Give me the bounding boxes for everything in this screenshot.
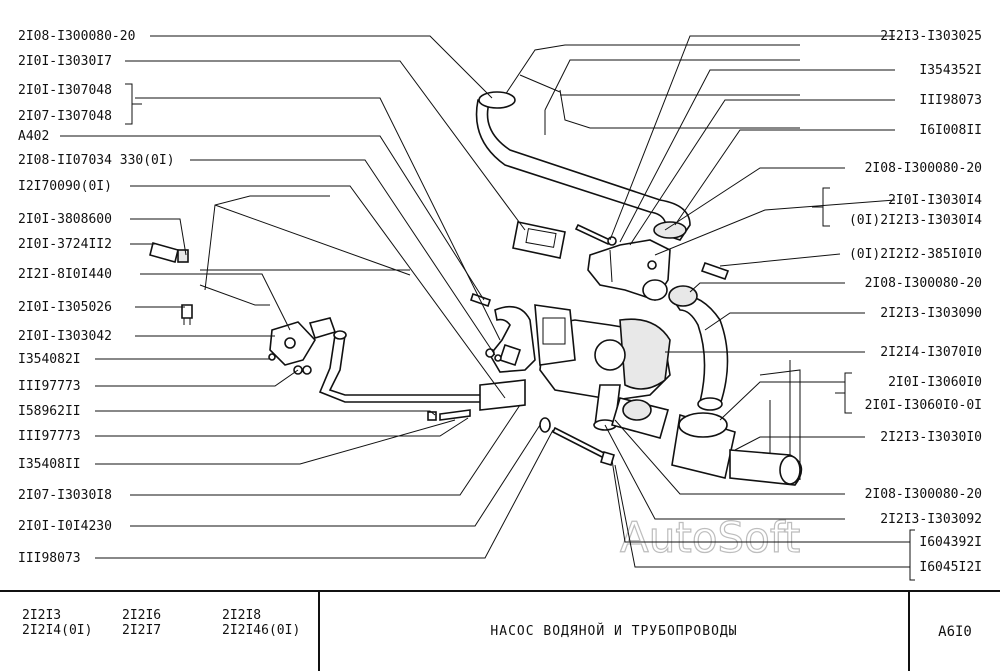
part-label: 2I0I-I3060I0-0I bbox=[865, 398, 982, 413]
leader-lines-left bbox=[60, 35, 554, 559]
part-label: I6045I2I bbox=[919, 560, 982, 575]
flange bbox=[269, 317, 337, 366]
part-label: 2I0I-I307048 bbox=[18, 83, 112, 98]
parts-diagram: AutoSoft bbox=[18, 29, 982, 581]
part-label: I35408II bbox=[18, 457, 81, 472]
part-label: 2I2I3-I3030I0 bbox=[880, 430, 982, 445]
title-block: 2I2I3 2I2I4(0I) 2I2I6 2I2I7 2I2I8 2I2I46… bbox=[0, 590, 1000, 671]
heater-pipe bbox=[318, 330, 526, 411]
part-label: 2I0I-3808600 bbox=[18, 212, 112, 227]
sheet-code: А6I0 bbox=[938, 623, 972, 640]
small-sensor-2 bbox=[181, 304, 193, 325]
part-label: 2I07-I307048 bbox=[18, 109, 112, 124]
gasket bbox=[512, 221, 566, 259]
watermark: AutoSoft bbox=[620, 513, 800, 562]
bolts-thermostat bbox=[574, 223, 617, 246]
water-pump bbox=[534, 304, 671, 401]
part-label: 2I2I3-I303092 bbox=[880, 512, 982, 527]
brackets bbox=[125, 83, 915, 581]
part-label: III98073 bbox=[18, 551, 81, 566]
model-list: 2I2I3 2I2I4(0I) 2I2I6 2I2I7 2I2I8 2I2I46… bbox=[0, 592, 320, 671]
part-label: 2I08-I300080-20 bbox=[18, 29, 135, 44]
part-label: III97773 bbox=[18, 379, 81, 394]
part-label: III98073 bbox=[919, 93, 982, 108]
model-code: 2I2I6 bbox=[122, 608, 162, 623]
model-code: 2I2I4(0I) bbox=[22, 623, 93, 638]
part-label: (0I)2I2I3-I3030I4 bbox=[849, 213, 982, 228]
part-label: I354082I bbox=[18, 352, 81, 367]
temperature-sensor bbox=[700, 261, 730, 281]
model-code: 2I2I3 bbox=[22, 608, 62, 623]
part-label: 2I08-I300080-20 bbox=[865, 487, 982, 502]
part-label: 2I08-I300080-20 bbox=[865, 161, 982, 176]
part-label: I6I008II bbox=[919, 123, 982, 138]
part-label: 2I0I-I303042 bbox=[18, 329, 112, 344]
part-label: 2I08-I300080-20 bbox=[865, 276, 982, 291]
radiator-upper-hose bbox=[475, 91, 691, 241]
part-label: 2I0I-I0I4230 bbox=[18, 519, 112, 534]
part-label: I2I70090(0I) bbox=[18, 179, 112, 194]
model-code: 2I2I46(0I) bbox=[222, 623, 301, 638]
part-label: I58962II bbox=[18, 404, 81, 419]
model-code: 2I2I7 bbox=[122, 623, 162, 638]
part-label: 2I08-II07034 330(0I) bbox=[18, 153, 175, 168]
lower-hose bbox=[668, 285, 729, 411]
engine-block-outline bbox=[199, 195, 411, 306]
part-label: (0I)2I2I2-385I0I0 bbox=[849, 247, 982, 262]
part-label: 2I0I-I3060I0 bbox=[888, 375, 982, 390]
coolant-temp-sensor bbox=[149, 242, 189, 263]
part-label: A402 bbox=[18, 129, 49, 144]
part-label: 2I2I4-I3070I0 bbox=[880, 345, 982, 360]
leader-lines-right bbox=[604, 35, 910, 568]
part-label: 2I2I3-I303090 bbox=[880, 306, 982, 321]
part-label: I354352I bbox=[919, 63, 982, 78]
part-label: I604392I bbox=[919, 535, 982, 550]
part-label: 2I0I-3724II2 bbox=[18, 237, 112, 252]
thermostat bbox=[587, 239, 671, 301]
part-label: 2I0I-I3030I4 bbox=[888, 193, 982, 208]
part-label: III97773 bbox=[18, 429, 81, 444]
bypass-pipe bbox=[611, 397, 803, 486]
model-code: 2I2I8 bbox=[222, 608, 262, 623]
diagram-title: НАСОС ВОДЯНОЙ И ТРУБОПРОВОДЫ bbox=[320, 592, 910, 671]
part-label: 2I0I-I305026 bbox=[18, 300, 112, 315]
pump-outlet-pipe bbox=[489, 305, 536, 373]
part-label: 2I07-I3030I8 bbox=[18, 488, 112, 503]
radiator bbox=[504, 44, 800, 135]
part-label: 2I2I3-I303025 bbox=[880, 29, 982, 44]
fasteners bbox=[268, 348, 502, 421]
part-label: 2I2I-8I0I440 bbox=[18, 267, 112, 282]
long-bolt bbox=[539, 417, 615, 466]
part-label: 2I0I-I3030I7 bbox=[18, 54, 112, 69]
